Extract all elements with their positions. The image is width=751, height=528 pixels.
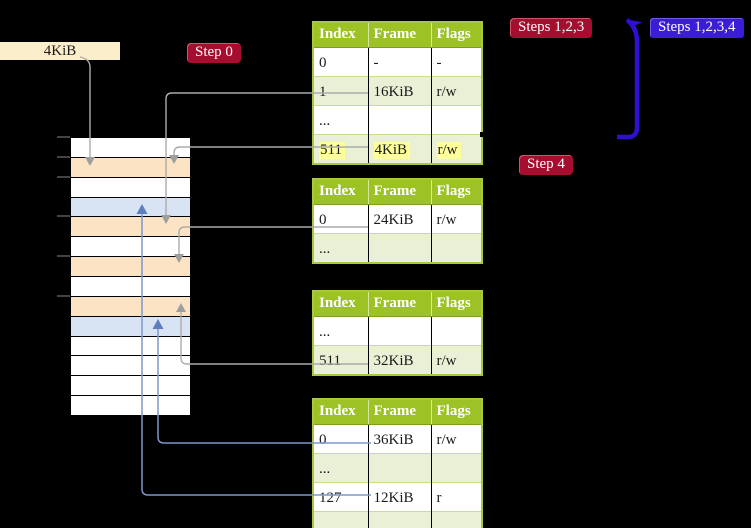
memory-strip-row-0	[71, 138, 190, 158]
memory-strip-row-13	[71, 396, 190, 416]
memory-strip-row-8	[71, 296, 190, 317]
steps1234-badge: Steps 1,2,3,4	[650, 18, 744, 38]
level1-table-row-1-index: 1	[313, 76, 368, 106]
level2-table-c-header-frame: Frame	[367, 399, 431, 425]
level2-table-a-row-0-flags: r/w	[430, 204, 482, 234]
memory-strip-row-7	[71, 277, 190, 297]
memory-strip-row-4	[71, 217, 190, 238]
highlighted-cell-text: 511	[319, 141, 345, 159]
level2-table-c-row-3: ...	[313, 511, 482, 528]
highlighted-cell-text: 4KiB	[373, 141, 411, 159]
level2-table-b-row-0-flags	[430, 316, 482, 346]
level1-table-row-3-frame: 4KiB	[367, 134, 431, 164]
level2-table-b-row-0-frame	[367, 316, 431, 346]
physical-memory-strip	[70, 137, 191, 416]
level2-table-a-header-index: Index	[313, 179, 368, 205]
level1-table-header-flags: Flags	[430, 22, 482, 48]
level2-table-c-header-flags: Flags	[430, 399, 482, 425]
memory-strip-row-9	[71, 316, 190, 337]
level1-table-row-3: 511 4KiB r/w	[313, 134, 482, 164]
level2-table-a-row-1-flags	[430, 233, 482, 263]
level2-table-c-row-0-flags: r/w	[430, 424, 482, 454]
level2-table-c-row-2-frame: 12KiB	[367, 482, 431, 512]
level2-table-a-header-frame: Frame	[367, 179, 431, 205]
level2-table-b-row-1-flags: r/w	[430, 345, 482, 375]
level2-table-c-row-3-flags	[430, 511, 482, 528]
level2-table-a-row-1-index: ...	[313, 233, 368, 263]
level1-table-row-0-index: 0	[313, 47, 368, 77]
level2-table-c-row-0-frame: 36KiB	[367, 424, 431, 454]
memory-strip-row-3	[71, 197, 190, 218]
level2-table-b-row-0-index: ...	[313, 316, 368, 346]
memory-strip-row-5	[71, 237, 190, 258]
level2-table-c-row-1: ...	[313, 453, 482, 483]
memory-strip-row-1	[71, 157, 190, 178]
memory-strip-row-10	[71, 336, 190, 357]
level2-table-c-row-0-index: 0	[313, 424, 368, 454]
level2-table-c-row-1-frame	[367, 453, 431, 483]
level2-table-a-row-1-frame	[367, 233, 431, 263]
memory-strip-row-6	[71, 257, 190, 278]
level1-table-row-0: 0--	[313, 47, 482, 77]
level1-table-row-1-frame: 16KiB	[367, 76, 431, 106]
loop-arrow	[617, 18, 643, 140]
memory-strip-row-12	[71, 376, 190, 397]
page-size-label: 4KiB	[0, 42, 120, 60]
level2-table-c-header-index: Index	[313, 399, 368, 425]
highlighted-cell-text: r/w	[436, 141, 461, 159]
level1-table-row-2: ...	[313, 105, 482, 135]
step0-badge: Step 0	[187, 43, 241, 63]
level2-table-c-row-3-index: ...	[313, 511, 368, 528]
step4-badge: Step 4	[519, 155, 573, 175]
level2-table-b-row-0: ...	[313, 316, 482, 346]
level2-table-c-row-1-flags	[430, 453, 482, 483]
memory-tick-marks	[57, 136, 70, 297]
level2-table-c-row-1-index: ...	[313, 453, 368, 483]
level1-table-header-index: Index	[313, 22, 368, 48]
level2-table-a-header-flags: Flags	[430, 179, 482, 205]
level1-table-row-0-flags: -	[430, 47, 482, 77]
steps123-badge: Steps 1,2,3	[510, 18, 593, 38]
level2-table-b-header-index: Index	[313, 291, 368, 317]
level1-table-row-1-flags: r/w	[430, 76, 482, 106]
level2-table-b-header-flags: Flags	[430, 291, 482, 317]
level1-table-row-2-flags	[430, 105, 482, 135]
level2-table-b-row-1-index: 511	[313, 345, 368, 375]
level2-table-c-row-2-flags: r	[430, 482, 482, 512]
level2-table-c-row-3-frame	[367, 511, 431, 528]
level2-table-a-row-0-frame: 24KiB	[367, 204, 431, 234]
level1-table-header-frame: Frame	[367, 22, 431, 48]
level2-table-a-row-1: ...	[313, 233, 482, 263]
memory-strip-row-2	[71, 177, 190, 198]
level2-table-b-row-1-frame: 32KiB	[367, 345, 431, 375]
level1-table-row-3-index: 511	[313, 134, 368, 164]
memory-strip-row-11	[71, 356, 190, 377]
level2-table-b-header-frame: Frame	[367, 291, 431, 317]
level1-table-row-2-frame	[367, 105, 431, 135]
level1-table-row-2-index: ...	[313, 105, 368, 135]
level2-table-c-row-2-index: 127	[313, 482, 368, 512]
level1-table-row-0-frame: -	[367, 47, 431, 77]
level1-table-row-3-flags: r/w	[430, 134, 482, 164]
level2-table-a-row-0-index: 0	[313, 204, 368, 234]
